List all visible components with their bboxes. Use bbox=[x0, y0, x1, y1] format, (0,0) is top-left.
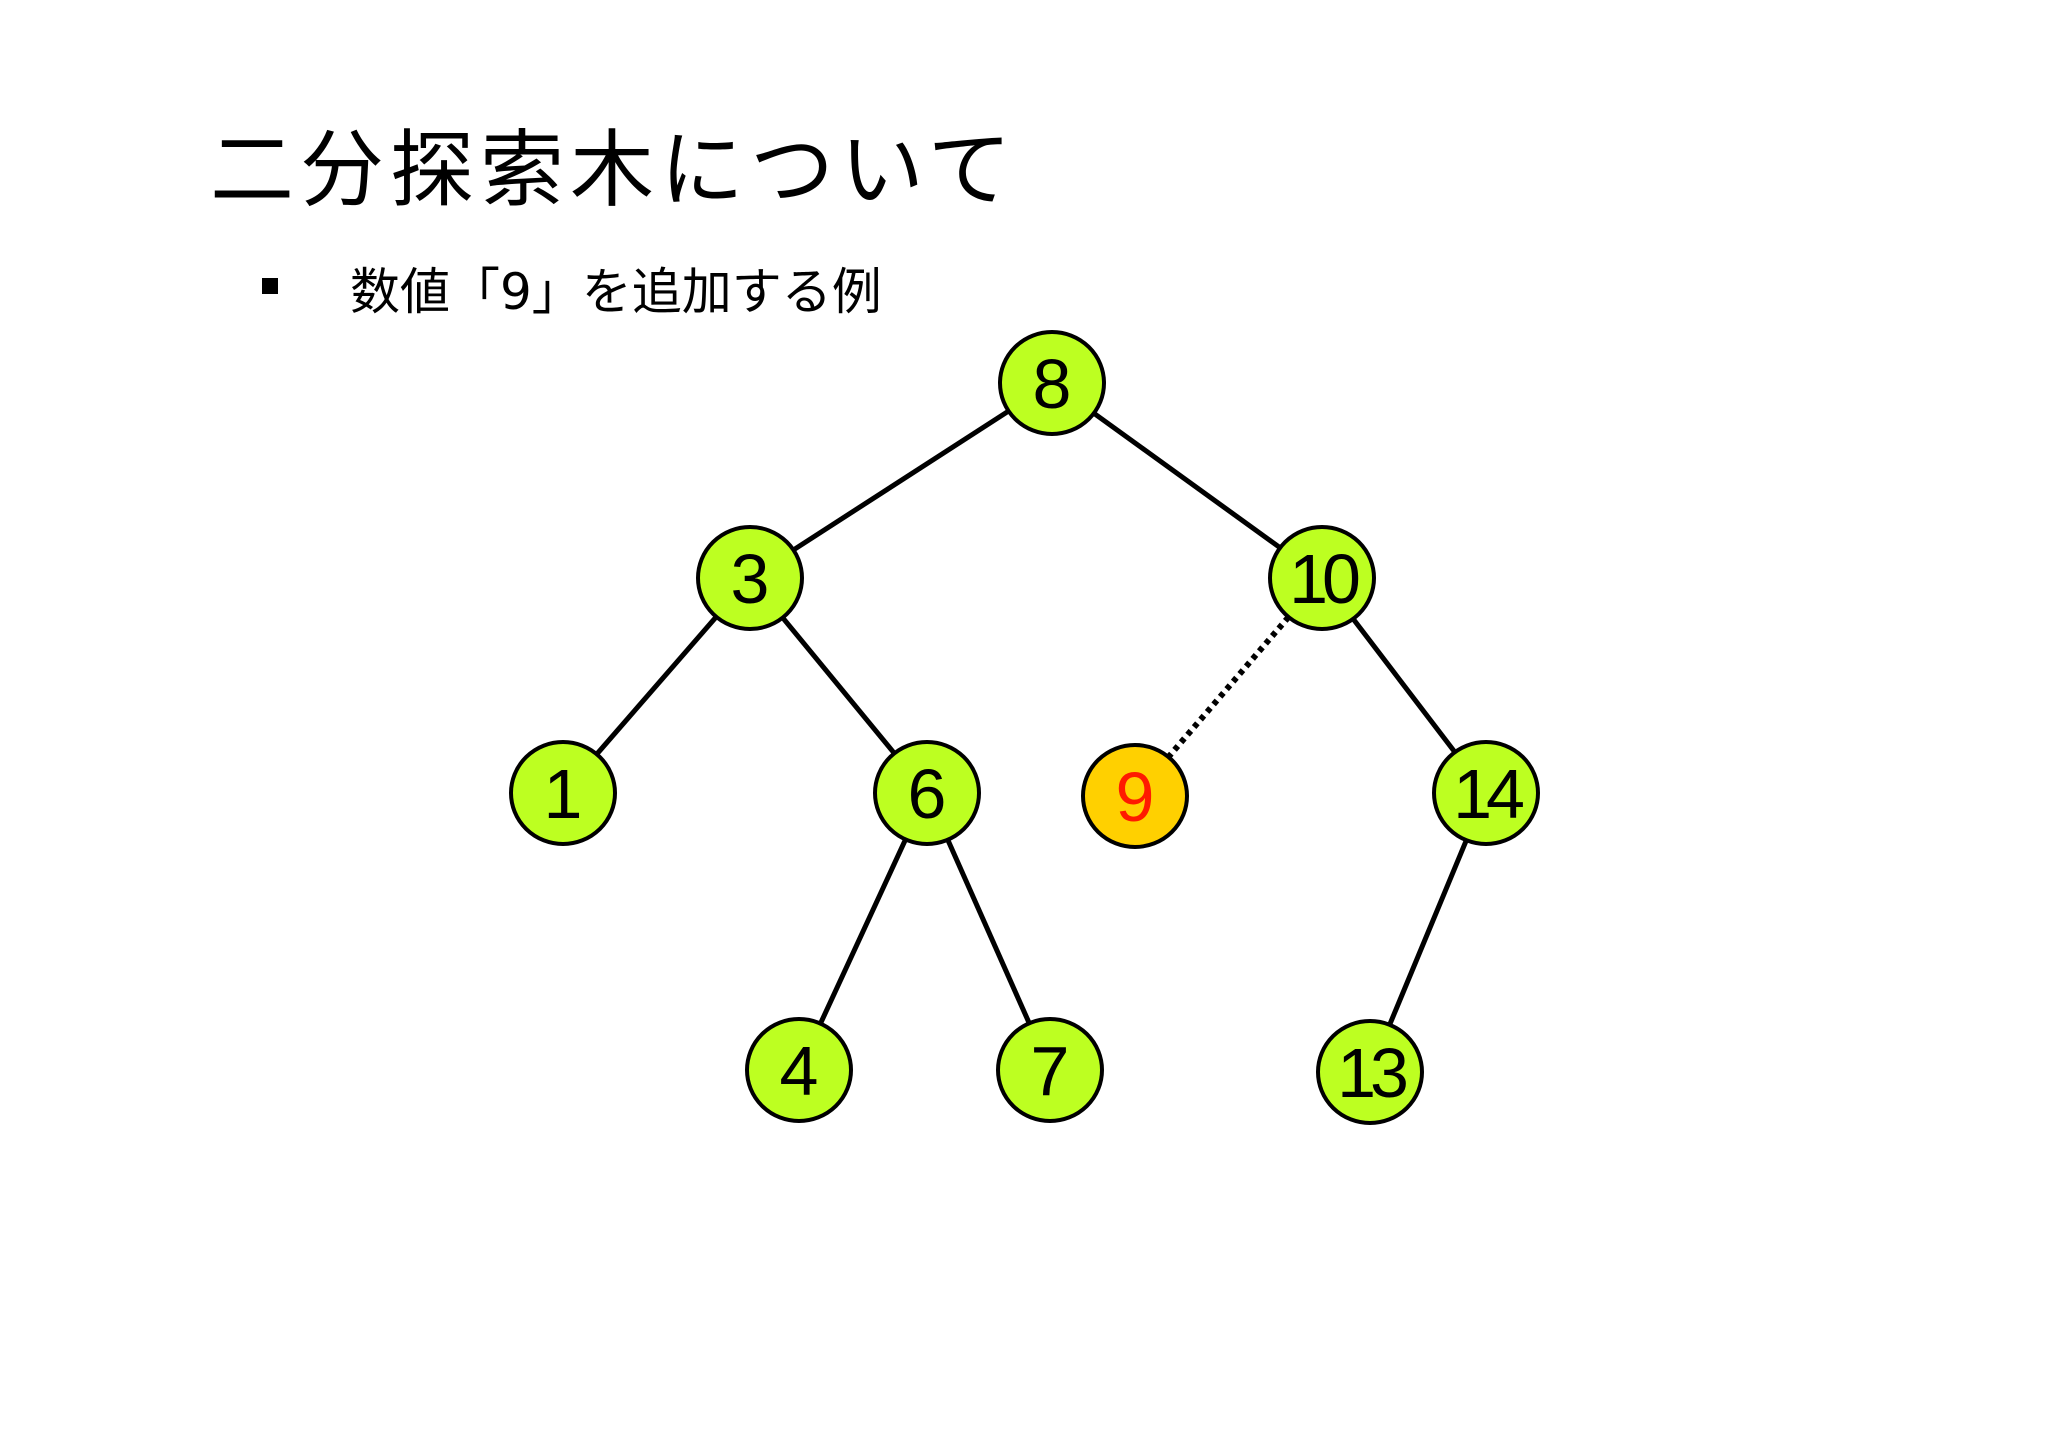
tree-node-6: 6 bbox=[873, 740, 981, 846]
node-circle bbox=[1432, 740, 1540, 846]
node-label: 1 bbox=[544, 755, 583, 833]
node-label: 14 bbox=[1453, 755, 1523, 833]
edge-n6-n4 bbox=[818, 838, 908, 1025]
edge-n10-n14 bbox=[1351, 617, 1457, 754]
tree-node-13: 13 bbox=[1316, 1019, 1424, 1125]
bullet-item: 数値「9」を追加する例 bbox=[262, 262, 882, 322]
node-circle bbox=[745, 1017, 853, 1123]
slide-title: 二分探索木について bbox=[210, 121, 1018, 219]
edge-n10-n9-dotted bbox=[1166, 615, 1291, 759]
node-label: 7 bbox=[1031, 1032, 1070, 1110]
square-bullet-icon bbox=[262, 278, 278, 294]
node-circle bbox=[509, 740, 617, 846]
tree-node-3: 3 bbox=[696, 525, 804, 631]
node-label: 3 bbox=[731, 540, 770, 618]
edge-n14-n13 bbox=[1387, 839, 1469, 1026]
tree-node-7: 7 bbox=[996, 1017, 1104, 1123]
tree-edges bbox=[594, 408, 1469, 1026]
edge-n8-n3 bbox=[792, 408, 1010, 553]
tree-node-8: 8 bbox=[998, 330, 1106, 436]
node-circle bbox=[998, 330, 1106, 436]
node-label: 4 bbox=[780, 1032, 819, 1110]
node-circle bbox=[1081, 743, 1189, 849]
tree-nodes: 8 3 10 1 6 9 14 4 7 13 bbox=[509, 330, 1540, 1125]
node-label: 8 bbox=[1033, 345, 1072, 423]
node-label: 13 bbox=[1337, 1034, 1406, 1112]
node-circle bbox=[996, 1017, 1104, 1123]
node-label: 10 bbox=[1289, 540, 1359, 618]
tree-node-4: 4 bbox=[745, 1017, 853, 1123]
node-label: 9 bbox=[1116, 758, 1155, 836]
node-circle bbox=[1268, 525, 1376, 631]
edge-n8-n10 bbox=[1092, 411, 1282, 550]
node-circle bbox=[1316, 1019, 1424, 1125]
edge-n3-n1 bbox=[594, 615, 719, 756]
bullet-text: 数値「9」を追加する例 bbox=[350, 263, 882, 321]
tree-node-10: 10 bbox=[1268, 525, 1376, 631]
tree-node-1: 1 bbox=[509, 740, 617, 846]
node-circle bbox=[696, 525, 804, 631]
edge-n3-n6 bbox=[780, 616, 897, 755]
node-circle bbox=[873, 740, 981, 846]
edge-n6-n7 bbox=[945, 838, 1032, 1025]
tree-node-14: 14 bbox=[1432, 740, 1540, 846]
node-label: 6 bbox=[908, 755, 947, 833]
new-tree-node-9: 9 bbox=[1081, 743, 1189, 849]
